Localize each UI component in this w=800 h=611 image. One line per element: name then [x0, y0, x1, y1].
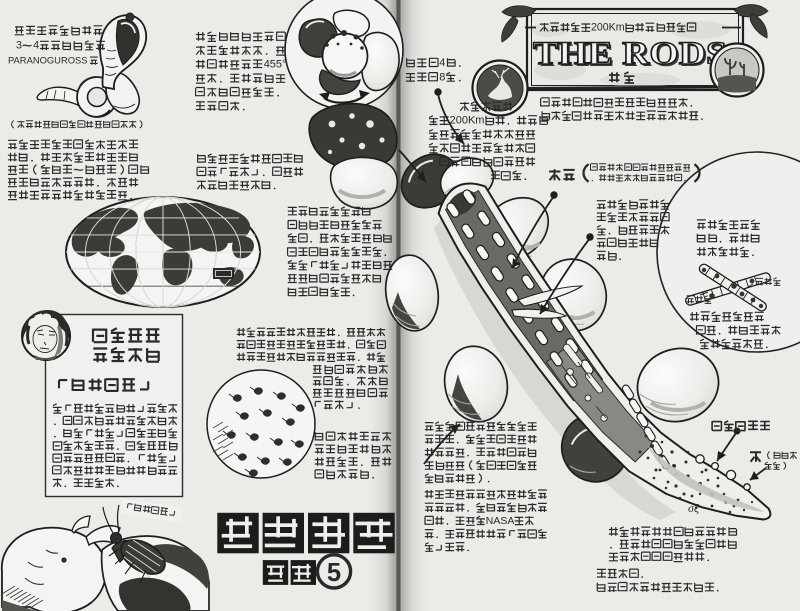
svg-text:3: 3	[16, 40, 22, 52]
svg-text:4: 4	[33, 40, 39, 52]
svg-text:5: 5	[327, 559, 341, 587]
svg-text:THE RODS: THE RODS	[533, 36, 727, 72]
svg-text:PARANOGUROSS: PARANOGUROSS	[8, 55, 88, 66]
svg-text:THE RODS: THE RODS	[535, 38, 729, 74]
svg-text:8: 8	[439, 71, 445, 83]
svg-text:σξ: σξ	[688, 501, 700, 515]
svg-text:4: 4	[439, 57, 445, 69]
svg-text:455°: 455°	[264, 59, 287, 71]
svg-text:200Km: 200Km	[591, 22, 625, 34]
svg-text:NASA: NASA	[486, 515, 515, 527]
svg-text:200Km: 200Km	[450, 115, 485, 127]
